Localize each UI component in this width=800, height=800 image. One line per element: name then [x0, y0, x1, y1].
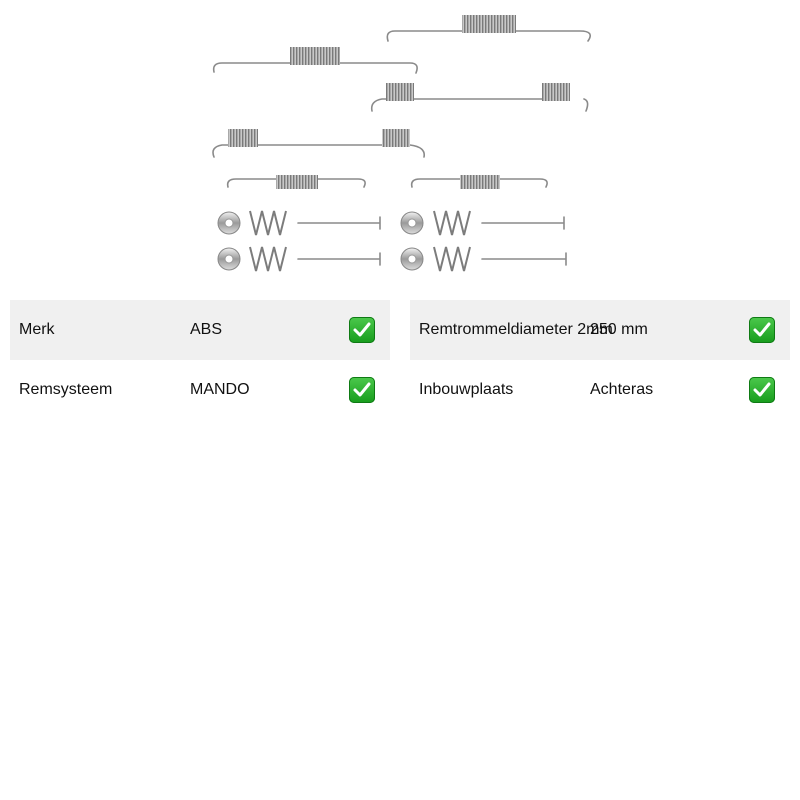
spec-value: 250 mm [590, 321, 648, 338]
spec-value: Achteras [590, 381, 654, 398]
spec-row-merk: Merk ABS [10, 300, 390, 360]
check-mark-icon [749, 317, 775, 343]
spec-row-inbouwplaats: Inbouwplaats Achteras [410, 360, 790, 420]
spec-label: Inbouwplaats [419, 381, 514, 398]
spec-row-remsysteem: Remsysteem MANDO [10, 360, 390, 420]
spec-label: Remsysteem [19, 381, 113, 398]
spec-row-remtrommeldiameter: Remtrommeldiameter 2mm 250 mm [410, 300, 790, 360]
spec-label: Remtrommeldiameter 2mm [419, 321, 613, 338]
check-mark-icon [349, 377, 375, 403]
spec-label: Merk [19, 321, 55, 338]
check-mark-icon [349, 317, 375, 343]
check-mark-icon [749, 377, 775, 403]
spec-value: ABS [190, 321, 223, 338]
spec-value: MANDO [190, 381, 250, 398]
product-image [200, 5, 600, 275]
spec-table: Merk ABS Remsysteem MANDO Remtrommeldiam… [10, 300, 790, 420]
brake-kit-illustration [212, 15, 591, 272]
